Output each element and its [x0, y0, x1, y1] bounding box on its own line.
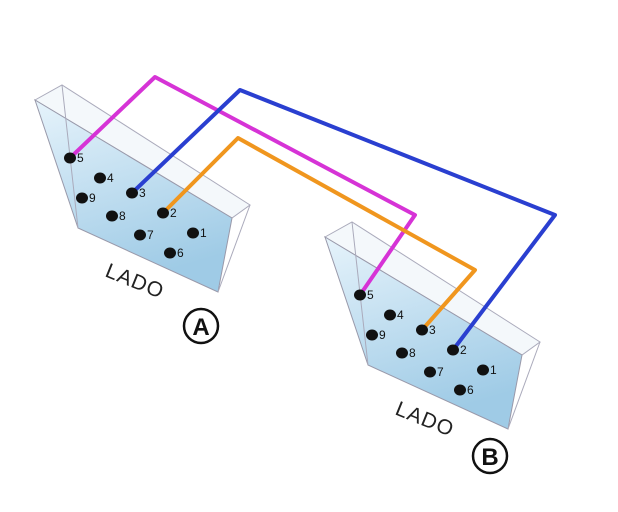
pin-label-a7: 7 — [147, 228, 154, 242]
pin-label-b4: 4 — [397, 308, 404, 322]
pin-b9 — [366, 329, 378, 341]
pin-b8 — [396, 347, 408, 359]
side-a-badge: A — [182, 307, 220, 345]
svg-text:A: A — [192, 314, 209, 341]
pin-label-a5: 5 — [77, 151, 84, 165]
pin-b3 — [416, 324, 428, 336]
pin-label-b1: 1 — [490, 363, 497, 377]
pin-b2 — [447, 344, 459, 356]
wire-a5-b5 — [68, 75, 417, 297]
pin-a7 — [134, 229, 146, 241]
pin-label-a4: 4 — [107, 171, 114, 185]
pin-b5 — [354, 289, 366, 301]
pin-label-b7: 7 — [437, 365, 444, 379]
pin-b7 — [424, 366, 436, 378]
side-a-label: LADO — [102, 259, 167, 303]
pin-b4 — [384, 309, 396, 321]
pin-a2 — [157, 207, 169, 219]
pin-label-b8: 8 — [409, 346, 416, 360]
pin-b1 — [477, 364, 489, 376]
pin-a1 — [187, 227, 199, 239]
pin-label-a6: 6 — [177, 246, 184, 260]
pin-b6 — [454, 384, 466, 396]
wire-a3-b2 — [130, 88, 557, 352]
svg-text:B: B — [481, 444, 498, 471]
side-b-badge: B — [471, 437, 509, 475]
pin-label-a1: 1 — [200, 226, 207, 240]
pin-a5 — [64, 152, 76, 164]
pin-label-a2: 2 — [170, 206, 177, 220]
pin-label-b3: 3 — [429, 323, 436, 337]
pin-a3 — [126, 187, 138, 199]
pin-label-b5: 5 — [367, 288, 374, 302]
pin-label-b9: 9 — [379, 328, 386, 342]
pin-label-a9: 9 — [89, 191, 96, 205]
pin-label-b2: 2 — [460, 343, 467, 357]
pin-label-a3: 3 — [139, 186, 146, 200]
pin-a9 — [76, 192, 88, 204]
wire-a2-b3 — [161, 136, 477, 332]
pin-a8 — [106, 210, 118, 222]
pin-a6 — [164, 247, 176, 259]
pin-a4 — [94, 172, 106, 184]
pin-label-a8: 8 — [119, 209, 126, 223]
pin-label-b6: 6 — [467, 383, 474, 397]
side-b-label: LADO — [392, 397, 457, 441]
